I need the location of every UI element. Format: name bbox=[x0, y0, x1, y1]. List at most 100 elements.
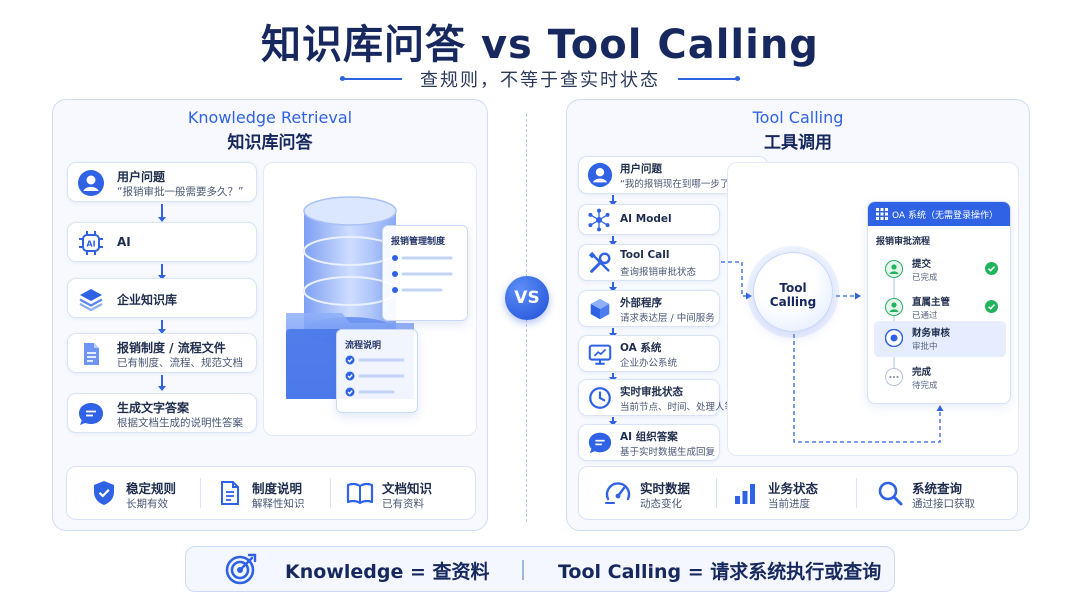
right-panel-title-zh: 工具调用 bbox=[764, 133, 832, 153]
oa-step-status: 审批中 bbox=[912, 342, 938, 352]
left-step-knowledge-base: 企业知识库 bbox=[67, 278, 257, 318]
chat-icon bbox=[79, 403, 103, 425]
process-document-title: 流程说明 bbox=[345, 341, 382, 351]
oa-step-finance-review: 财务审核 审批中 bbox=[874, 321, 1006, 357]
user-done-icon bbox=[885, 260, 903, 278]
flow-arrow bbox=[158, 204, 165, 222]
file-text-icon bbox=[221, 481, 239, 505]
flow-arrow bbox=[609, 236, 616, 246]
ai-icon: AI bbox=[79, 231, 103, 255]
summary-tool-calling: Tool Calling = 请求系统执行或查询 bbox=[558, 561, 882, 583]
flow-arrow bbox=[609, 195, 616, 206]
summary-bar bbox=[185, 546, 895, 592]
feature-title: 系统查询 bbox=[912, 481, 963, 496]
pending-icon bbox=[885, 368, 903, 386]
network-icon bbox=[588, 208, 610, 232]
step-title: 生成文字答案 bbox=[117, 401, 190, 415]
feature-separator bbox=[330, 478, 331, 508]
step-title: AI 组织答案 bbox=[620, 431, 678, 443]
bar-chart-icon bbox=[735, 484, 755, 504]
page-title: 知识库问答 vs Tool Calling bbox=[261, 22, 819, 68]
right-step-ai-model: AI Model bbox=[578, 204, 720, 235]
step-title: 外部程序 bbox=[620, 297, 662, 309]
step-subtitle: 当前节点、时间、处理人等 bbox=[620, 402, 735, 413]
oa-card-header: OA 系统（无需登录操作） bbox=[868, 202, 1010, 226]
right-step-realtime-status: 实时审批状态 当前节点、时间、处理人等 bbox=[578, 379, 734, 416]
subtitle-line-left bbox=[340, 76, 402, 81]
step-title: Tool Call bbox=[620, 249, 670, 261]
feature-subtitle: 当前进度 bbox=[768, 498, 810, 510]
feature-title: 文档知识 bbox=[382, 481, 433, 496]
layers-icon bbox=[79, 289, 103, 312]
user-icon bbox=[587, 162, 613, 188]
clock-icon bbox=[589, 387, 611, 409]
user-icon bbox=[78, 170, 104, 196]
policy-document-card: 报销管理制度 bbox=[382, 225, 468, 321]
policy-document-title: 报销管理制度 bbox=[391, 237, 446, 247]
left-step-policy-files: 报销制度 / 流程文件 已有制度、流程、规范文档 bbox=[67, 333, 257, 373]
oa-flow-title: 报销审批流程 bbox=[876, 237, 931, 247]
step-title: 报销制度 / 流程文件 bbox=[117, 341, 226, 355]
chat-icon bbox=[588, 432, 612, 454]
oa-step-submit: 提交 已完成 bbox=[874, 252, 1006, 288]
oa-step-status: 待完成 bbox=[912, 381, 938, 391]
target-icon bbox=[225, 553, 257, 585]
oa-card-title: OA 系统（无需登录操作） bbox=[892, 211, 998, 221]
feature-title: 实时数据 bbox=[640, 481, 691, 496]
step-subtitle: 查询报销审批状态 bbox=[620, 267, 697, 278]
oa-step-status: 已完成 bbox=[912, 273, 938, 283]
oa-step-name: 直属主管 bbox=[912, 297, 951, 308]
cube-icon bbox=[590, 298, 610, 320]
right-step-external-program: 外部程序 请求表达层 / 中间服务 bbox=[578, 290, 720, 327]
oa-step-supervisor: 直属主管 已通过 bbox=[874, 290, 1006, 326]
oa-step-complete: 完成 待完成 bbox=[874, 360, 1006, 396]
step-title: 用户问题 bbox=[620, 163, 662, 175]
feature-title: 制度说明 bbox=[252, 481, 303, 496]
right-step-ai-answer: AI 组织答案 基于实时数据生成回复 bbox=[578, 424, 720, 461]
left-step-ai: AI AI bbox=[67, 222, 257, 262]
subtitle-row: 查规则，不等于查实时状态 bbox=[0, 66, 1080, 92]
left-feature-bar bbox=[66, 466, 476, 520]
monitor-icon bbox=[588, 344, 612, 365]
step-subtitle: 请求表达层 / 中间服务 bbox=[620, 313, 715, 324]
subtitle-line-right bbox=[678, 76, 740, 81]
step-subtitle: “报销审批一般需要多久？” bbox=[117, 186, 244, 198]
step-subtitle: 企业办公系统 bbox=[620, 358, 678, 369]
document-icon bbox=[84, 343, 99, 365]
step-title: AI bbox=[117, 235, 131, 249]
right-panel-title-en: Tool Calling bbox=[752, 108, 844, 127]
right-step-oa-system: OA 系统 企业办公系统 bbox=[578, 335, 720, 372]
oa-system-card: OA 系统（无需登录操作） 报销审批流程 提交 已完成 直属主管 已通过 财务审… bbox=[867, 201, 1011, 404]
list-lines-icon bbox=[392, 255, 453, 293]
page-subtitle: 查规则，不等于查实时状态 bbox=[420, 70, 660, 91]
checklist-icon bbox=[345, 355, 405, 397]
step-subtitle: “我的报销现在到哪一步了？” bbox=[620, 179, 744, 190]
right-step-tool-call: Tool Call 查询报销审批状态 bbox=[578, 244, 720, 281]
step-title: 企业知识库 bbox=[117, 293, 178, 307]
feature-separator bbox=[856, 478, 857, 508]
speedometer-icon bbox=[605, 482, 631, 504]
bubble-line-1: Tool bbox=[779, 281, 807, 295]
flow-arrow bbox=[609, 282, 616, 292]
left-panel-title-en: Knowledge Retrieval bbox=[187, 108, 353, 127]
summary-separator bbox=[522, 560, 524, 580]
feature-title: 业务状态 bbox=[768, 481, 819, 496]
knowledge-base-illustration: 报销管理制度 流程说明 bbox=[263, 162, 477, 436]
tool-calling-bubble bbox=[753, 252, 833, 332]
summary-knowledge: Knowledge = 查资料 bbox=[285, 561, 490, 583]
right-feature-bar bbox=[578, 466, 1018, 520]
book-icon bbox=[346, 482, 374, 505]
flow-arrow bbox=[158, 264, 165, 280]
tools-icon bbox=[588, 251, 611, 273]
bubble-line-2: Calling bbox=[769, 295, 817, 309]
step-title: 实时审批状态 bbox=[620, 386, 683, 398]
left-panel-title-zh: 知识库问答 bbox=[227, 133, 313, 153]
feature-subtitle: 动态变化 bbox=[640, 498, 682, 510]
shield-check-icon bbox=[94, 481, 114, 505]
process-document-card: 流程说明 bbox=[336, 329, 418, 413]
check-circle-icon bbox=[985, 262, 998, 275]
oa-step-name: 提交 bbox=[912, 259, 932, 270]
left-step-user-question: 用户问题 “报销审批一般需要多久？” bbox=[67, 162, 257, 202]
oa-step-status: 已通过 bbox=[912, 311, 938, 321]
